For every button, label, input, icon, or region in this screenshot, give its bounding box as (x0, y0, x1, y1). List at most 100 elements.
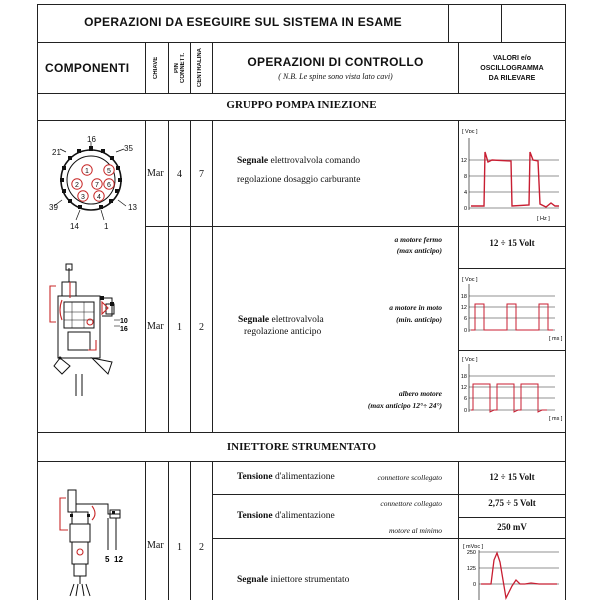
row2-signal-line2: regolazione anticipo (244, 327, 322, 337)
row2-signal-rest: elettrovalvola (269, 315, 324, 325)
col-header-valori-2: OSCILLOGRAMMA (480, 65, 544, 72)
pump-diagram: 10 16 (49, 263, 128, 396)
chart1-tick-12: 12 (461, 158, 467, 164)
header-bottom (37, 93, 566, 94)
title-bottom (37, 42, 566, 43)
chart4-tick-0: 0 (473, 582, 476, 588)
row1-signal-rest: elettrovalvola comando (268, 156, 360, 166)
s2-chiave: Mar (147, 540, 164, 551)
conn-label-35: 35 (124, 144, 133, 153)
col-header-valori-3: DA RILEVARE (488, 75, 536, 82)
chart3-tick-18: 18 (461, 374, 467, 380)
border-top (37, 4, 566, 5)
injector-diagram: 5 12 (59, 489, 123, 597)
s2-t1-bold: Tensione (237, 472, 273, 482)
border-right (565, 4, 566, 600)
row1-signal-bold: Segnale (237, 156, 269, 166)
row1-signal-line2: regolazione dosaggio carburante (237, 175, 361, 185)
row1-chiave: Mar (147, 168, 164, 179)
s2-t3-value: 250 mV (497, 522, 527, 532)
s2-t2-value: 2,75 ÷ 5 Volt (488, 498, 536, 508)
s1-col-componenti (145, 120, 146, 433)
col-div-componenti (145, 42, 146, 94)
section-title-iniettore: INIETTORE STRUMENTATO (226, 441, 377, 453)
s2-row2-bottom (212, 538, 566, 539)
row2-val-div1 (458, 268, 566, 269)
s2-t2-rest: d'alimentazione (272, 511, 335, 521)
chart2-xlabel: [ ms ] (549, 336, 563, 342)
chart2-tick-0: 0 (464, 328, 467, 334)
oscillogram-chart-2: [ Vᴅᴄ ] 18 12 6 0 [ ms ] (461, 277, 563, 342)
chart1-tick-4: 4 (464, 190, 467, 196)
pin-number-4: 4 (97, 194, 101, 201)
row2-cond1-a: a motore fermo (394, 235, 443, 244)
chart2-tick-12: 12 (461, 305, 467, 311)
pin-number-5: 5 (107, 168, 111, 175)
row2-cond1-b: (max anticipo) (396, 246, 442, 255)
inj-label-5: 5 (105, 555, 110, 564)
chart3-tick-6: 6 (464, 396, 467, 402)
col-header-componenti: COMPONENTI (45, 61, 130, 75)
conn-label-13: 13 (128, 203, 137, 212)
s2-col-centralina (212, 461, 213, 600)
s2-t2-bold: Tensione (237, 511, 273, 521)
row2-cond2-b: (min. anticipo) (396, 315, 442, 324)
chart3-trace (471, 383, 547, 413)
chart1-tick-0: 0 (464, 206, 467, 212)
chart1-tick-8: 8 (464, 174, 467, 180)
pin-number-7: 7 (95, 182, 99, 189)
s2-t2-cond: connettore collegato (380, 499, 442, 508)
col-header-operazioni: OPERAZIONI DI CONTROLLO (247, 55, 424, 69)
row1-pin: 4 (177, 169, 182, 180)
sec2-title-bottom (37, 461, 566, 462)
s2-col-valori (458, 461, 459, 600)
pin-number-3: 3 (81, 194, 85, 201)
page-title: OPERAZIONI DA ESEGUIRE SUL SISTEMA IN ES… (84, 15, 402, 29)
chart3-tick-12: 12 (461, 385, 467, 391)
row2-chiave: Mar (147, 321, 164, 332)
pump-label-16: 16 (120, 326, 128, 333)
title-div-1 (448, 4, 449, 43)
chart4-tick-125: 125 (467, 566, 476, 572)
s2-row1-bottom (212, 494, 566, 495)
connector-diagram: 16 35 21 39 13 14 1 1 7 6 5 4 3 2 (49, 135, 137, 231)
chart4-trace (481, 551, 557, 600)
title-div-2 (501, 4, 502, 43)
s1-col-valori (458, 120, 459, 433)
row2-cond3-a: albero motore (398, 389, 442, 398)
chart3-ylabel: [ Vᴅᴄ ] (462, 357, 478, 363)
s2-t1-cond: connettore scollegato (377, 473, 443, 482)
chart2-tick-6: 6 (464, 316, 467, 322)
s2-signal-bold: Segnale (237, 575, 269, 585)
s1-col-chiave (168, 120, 169, 433)
conn-label-16: 16 (87, 135, 96, 144)
s2-t2: Tensione d'alimentazione (237, 511, 335, 521)
chart1-ylabel: [ Vᴅᴄ ] (462, 129, 478, 135)
chart1-xlabel: [ Hz ] (537, 216, 550, 222)
chart2-tick-18: 18 (461, 294, 467, 300)
row1-centralina: 7 (199, 169, 204, 180)
row2-value1: 12 ÷ 15 Volt (489, 238, 535, 248)
pin-number-1: 1 (85, 168, 89, 175)
col-div-centralina (212, 42, 213, 94)
oscillogram-chart-1: [ Vᴅᴄ ] 12 8 4 0 [ Hz ] (461, 129, 559, 222)
chart1-trace (471, 151, 559, 208)
row2-val-div2 (458, 350, 566, 351)
pin-number-2: 2 (75, 182, 79, 189)
inj-label-12: 12 (114, 555, 123, 564)
s2-t1: Tensione d'alimentazione (237, 472, 335, 482)
row2-signal: Segnale elettrovalvola (238, 315, 324, 325)
row2-cond2-a: a motore in moto (389, 303, 442, 312)
s2-pin: 1 (177, 542, 182, 553)
col-header-nb: ( N.B. Le spine sono vista lato cavi) (278, 72, 393, 81)
s2-signal: Segnale iniettore strumentato (237, 575, 349, 585)
chart4-tick-250: 250 (467, 550, 476, 556)
row1-bottom (145, 226, 566, 227)
pump-label-10: 10 (120, 318, 128, 325)
col-header-pin-2: CONNETT. (180, 53, 186, 83)
oscillogram-chart-3: [ Vᴅᴄ ] 18 12 6 0 [ ms ] (461, 357, 563, 422)
row1-signal: Segnale elettrovalvola comando (237, 156, 360, 166)
s2-col-componenti (145, 461, 146, 600)
col-div-pin (190, 42, 191, 94)
